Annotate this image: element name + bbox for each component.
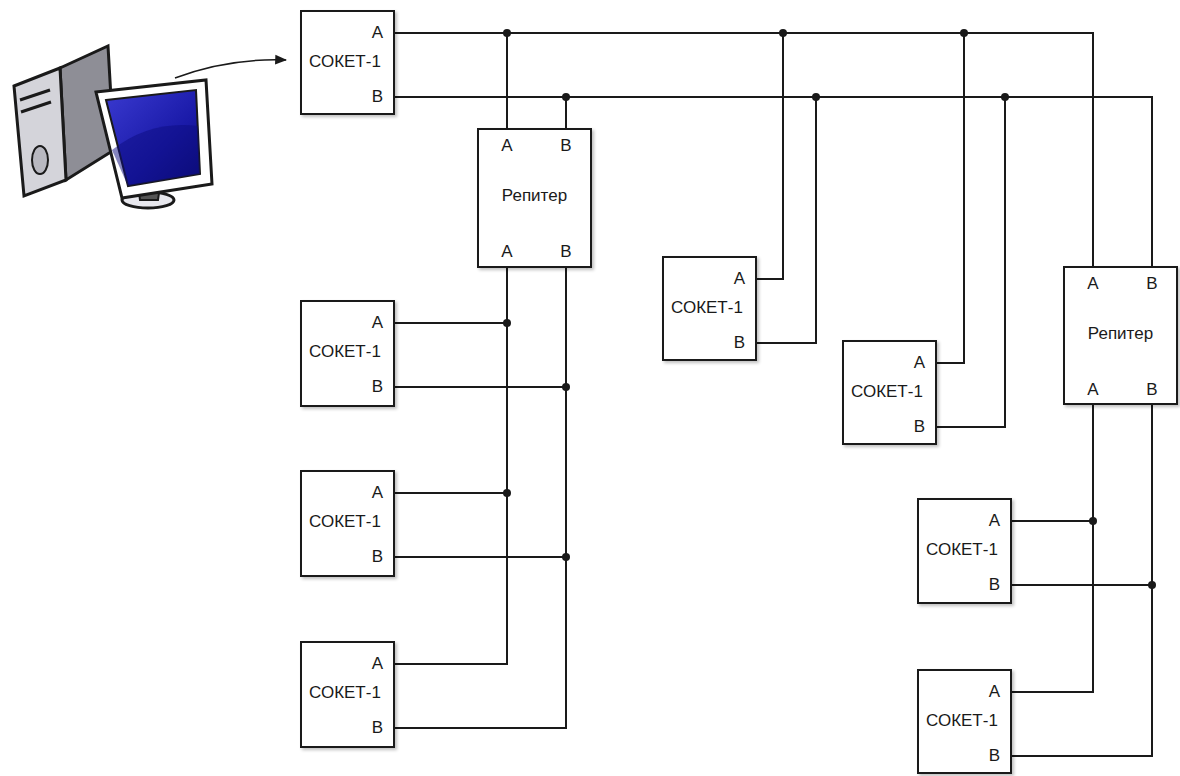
repeater-module: ABРепитерAB <box>1063 266 1178 405</box>
device-name: Репитер <box>1088 324 1153 344</box>
socket-module: A СОКЕТ-1B <box>300 10 395 115</box>
pin-label: A <box>372 654 383 674</box>
junction-dot <box>562 383 570 391</box>
pin-label: B <box>734 333 745 353</box>
pin-label: A <box>1087 380 1098 400</box>
junction-dot <box>562 553 570 561</box>
junction-dot <box>1001 93 1009 101</box>
pin-label: B <box>1146 380 1157 400</box>
pin-label: B <box>989 746 1000 766</box>
junction-dot <box>1148 581 1156 589</box>
bus-wire <box>395 33 783 279</box>
junction-dot <box>503 319 511 327</box>
junction-dot <box>1089 517 1097 525</box>
bus-wire <box>1012 405 1093 521</box>
pin-label: A <box>989 682 1000 702</box>
pin-label: B <box>914 417 925 437</box>
device-name: Репитер <box>502 186 567 206</box>
device-name: СОКЕТ-1 <box>926 711 998 731</box>
socket-module: A СОКЕТ-1B <box>662 256 757 361</box>
bus-wire <box>395 33 964 363</box>
pin-label: B <box>989 575 1000 595</box>
pin-label: B <box>1146 274 1157 294</box>
socket-module: A СОКЕТ-1B <box>300 300 395 407</box>
pin-label: B <box>560 242 571 262</box>
pin-label: A <box>914 353 925 373</box>
device-name: СОКЕТ-1 <box>309 342 381 362</box>
pin-label: A <box>372 313 383 333</box>
device-name: СОКЕТ-1 <box>309 512 381 532</box>
pin-label: B <box>372 87 383 107</box>
bus-wire <box>1012 405 1152 585</box>
junction-dot <box>812 93 820 101</box>
repeater-module: ABРепитерAB <box>477 128 592 268</box>
computer-tower <box>14 46 114 196</box>
pin-label: A <box>501 136 512 156</box>
pin-label: A <box>372 23 383 43</box>
pin-label: A <box>501 242 512 262</box>
device-name: СОКЕТ-1 <box>851 382 923 402</box>
socket-module: A СОКЕТ-1B <box>842 340 937 445</box>
junction-dot <box>503 489 511 497</box>
device-name: СОКЕТ-1 <box>671 298 743 318</box>
socket-module: A СОКЕТ-1B <box>917 669 1012 774</box>
bus-wire <box>395 268 507 664</box>
device-name: СОКЕТ-1 <box>926 540 998 560</box>
socket-module: A СОКЕТ-1B <box>300 641 395 748</box>
computer-monitor <box>96 80 212 208</box>
bus-wire <box>1012 405 1093 692</box>
bus-wire <box>395 268 566 387</box>
junction-dot <box>503 29 511 37</box>
pin-label: B <box>372 377 383 397</box>
bus-wire <box>395 268 507 323</box>
bus-wire <box>1012 405 1152 756</box>
pointer-arrow <box>175 60 286 78</box>
bus-wire <box>395 97 566 128</box>
junction-dot <box>779 29 787 37</box>
pin-label: B <box>372 547 383 567</box>
socket-module: A СОКЕТ-1B <box>917 498 1012 604</box>
device-name: СОКЕТ-1 <box>309 683 381 703</box>
bus-wire <box>395 268 566 557</box>
pin-label: B <box>372 718 383 738</box>
pin-label: A <box>989 511 1000 531</box>
bus-wire <box>395 268 566 728</box>
bus-wire <box>395 268 507 493</box>
pin-label: A <box>372 483 383 503</box>
junction-dot <box>960 29 968 37</box>
socket-module: A СОКЕТ-1B <box>300 470 395 577</box>
bus-wire <box>395 33 507 128</box>
pin-label: A <box>734 269 745 289</box>
device-name: СОКЕТ-1 <box>309 52 381 72</box>
junction-dot <box>562 93 570 101</box>
pin-label: B <box>560 136 571 156</box>
pin-label: A <box>1087 274 1098 294</box>
